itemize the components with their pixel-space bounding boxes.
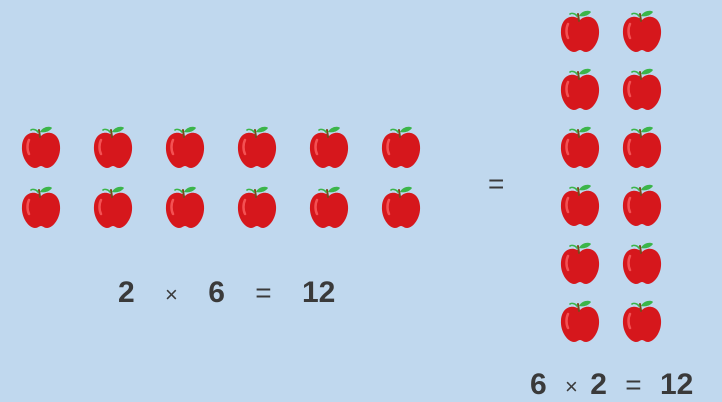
apple-icon [620,66,664,112]
apple-icon [620,240,664,286]
apple-icon [558,66,602,112]
right-equals-sign: = [625,369,642,400]
apple-icon [558,240,602,286]
apple-icon [235,184,279,230]
right-product: 12 [659,368,694,401]
apple-icon [558,182,602,228]
apple-icon [19,184,63,230]
apple-icon [163,184,207,230]
apple-icon [558,298,602,344]
apple-icon [19,124,63,170]
apple-icon [163,124,207,170]
apple-icon [620,298,664,344]
left-equation: 2 × 6 = 12 [118,278,335,308]
middle-equals-sign: = [488,168,505,199]
apple-icon [620,8,664,54]
apple-icon [379,184,423,230]
apple-icon [235,124,279,170]
apple-icon [307,124,351,170]
left-product: 12 [301,276,336,309]
right-factor-b: 2 [590,368,607,401]
apple-icon [307,184,351,230]
apple-icon [91,184,135,230]
right-times-sign: × [565,374,578,399]
left-factor-b: 6 [208,276,225,309]
left-equals-sign: = [255,277,272,308]
apple-icon [91,124,135,170]
left-factor-a: 2 [118,276,135,309]
left-times-sign: × [165,282,178,307]
apple-icon [620,124,664,170]
apple-icon [620,182,664,228]
apple-icon [558,8,602,54]
apple-icon [558,124,602,170]
right-equation: 6 × 2 = 12 [530,370,693,400]
right-factor-a: 6 [530,368,547,401]
apple-icon [379,124,423,170]
